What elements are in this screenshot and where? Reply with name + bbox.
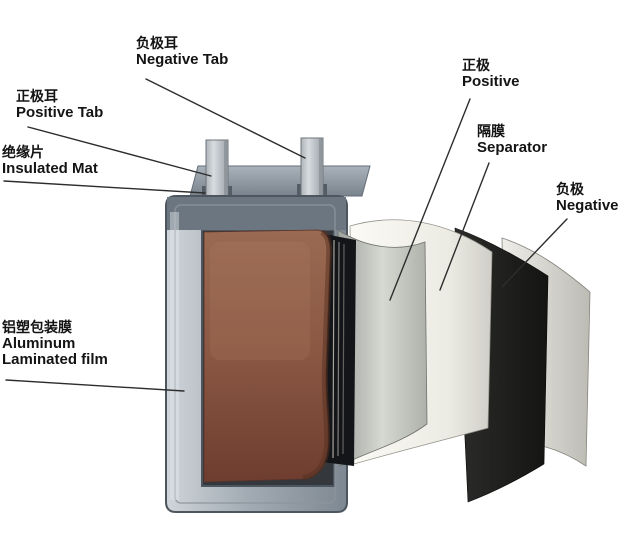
label-negative-tab: 负极耳 Negative Tab [136, 35, 229, 68]
negative-leader-line [501, 218, 568, 288]
negative-label-zh: 负极 [556, 181, 584, 197]
label-positive: 正极 Positive [462, 57, 520, 90]
negative-tab-edge-shade [319, 139, 323, 201]
positive-tab-label-en: Positive Tab [16, 103, 104, 121]
positive-leader-line [389, 98, 471, 301]
aluminum-film-label-en1: Aluminum [2, 334, 76, 352]
positive-label-zh: 正极 [462, 57, 490, 73]
separator-leader-line [439, 162, 490, 291]
leader-lines [3, 78, 568, 392]
aluminum-film-label-zh: 铝塑包装膜 [2, 319, 72, 335]
negative-label-en: Negative [556, 196, 619, 214]
negative-tab-leader-line [145, 78, 306, 159]
label-positive-tab: 正极耳 Positive Tab [16, 88, 104, 121]
insulated-mat-label-en: Insulated Mat [2, 159, 98, 177]
positive-tab-leader-line [27, 126, 212, 177]
positive-label-en: Positive [462, 72, 520, 90]
negative-tab-label-zh: 负极耳 [136, 35, 178, 51]
aluminum-film-label-en2: Laminated film [2, 351, 108, 369]
stack-layer-line-2 [337, 241, 340, 457]
positive-tab-label-zh: 正极耳 [16, 88, 58, 104]
pouch-front-top-seal [167, 197, 346, 230]
aluminum-film-leader-line [5, 379, 185, 392]
stack-layer-line-3 [342, 243, 345, 455]
separator-label-en: Separator [477, 138, 548, 156]
positive-electrode-sheet [337, 229, 428, 467]
negative-tab-label-en: Negative Tab [136, 50, 229, 68]
label-negative: 负极 Negative [556, 181, 619, 214]
label-separator: 隔膜 Separator [477, 123, 548, 156]
label-insulated-mat: 绝缘片 Insulated Mat [2, 144, 98, 177]
positive-tab-edge-shade [224, 141, 228, 201]
insulated-mat-leader-line [3, 180, 206, 194]
label-aluminum-film: 铝塑包装膜 Aluminum Laminated film [2, 319, 108, 369]
insulated-mat-label-zh: 绝缘片 [2, 144, 44, 160]
stack-layer-line-1 [332, 239, 335, 459]
case-left-highlight [170, 212, 179, 500]
separator-label-zh: 隔膜 [477, 123, 505, 139]
copper-electrode-highlight [210, 242, 310, 360]
copper-electrode-edge-shade [302, 229, 333, 481]
